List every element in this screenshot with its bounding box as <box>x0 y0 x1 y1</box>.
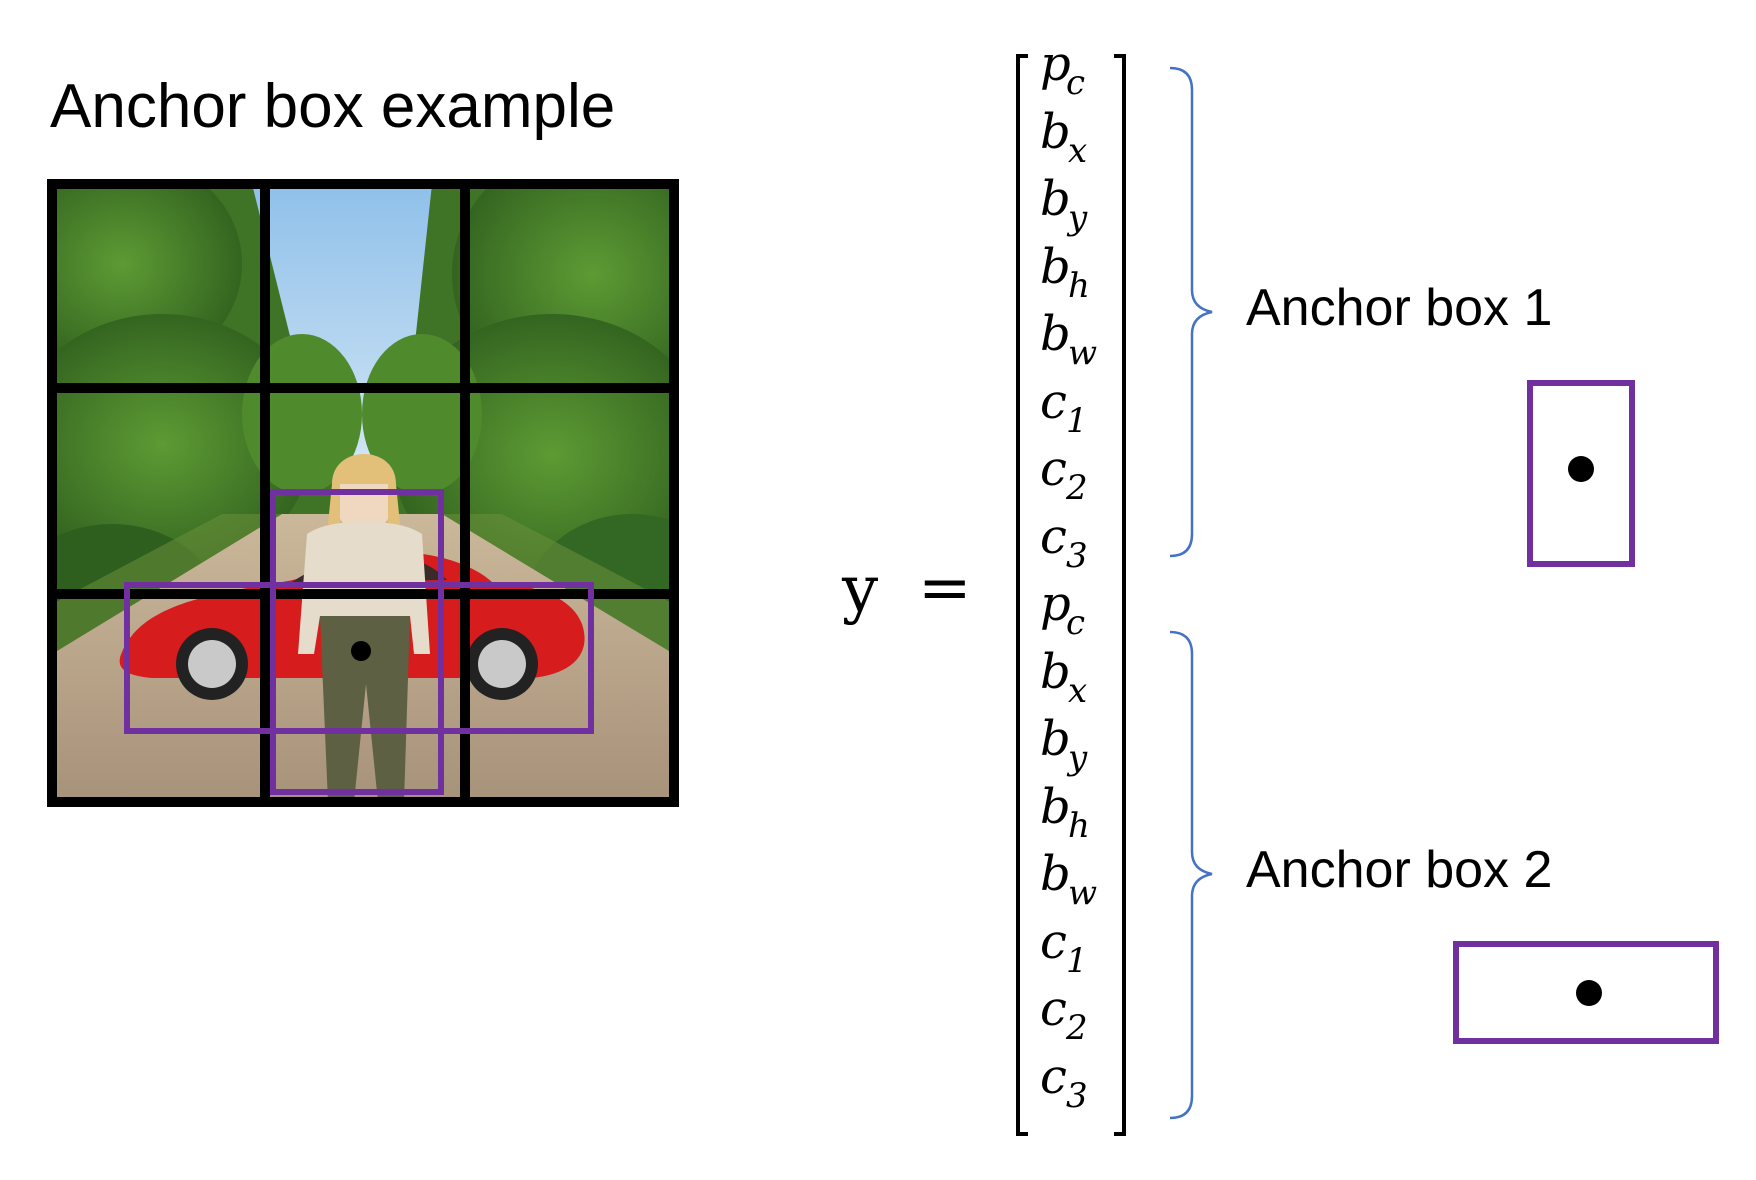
vector-entry-subscript: h <box>1068 805 1090 846</box>
vector-entry-subscript: x <box>1068 670 1088 711</box>
vector-entry-subscript: 1 <box>1066 940 1088 981</box>
grid-3x3 <box>47 179 679 807</box>
anchor-box-2-shape <box>1453 941 1719 1044</box>
vector-entry-subscript: w <box>1068 333 1098 373</box>
brace-anchor-1 <box>1169 66 1213 558</box>
person-bounding-box <box>270 489 444 795</box>
diagram-title: Anchor box example <box>50 72 616 141</box>
vector-entry-subscript: 1 <box>1066 400 1088 441</box>
left-bracket <box>1016 54 1028 1136</box>
vector-entry-subscript: 3 <box>1066 1075 1088 1116</box>
anchor-box-2-label: Anchor box 2 <box>1246 841 1553 899</box>
vector-entry-base: b <box>1040 171 1071 227</box>
vector-entry-base: p <box>1040 576 1071 632</box>
output-vector-symbol: y <box>842 553 879 627</box>
vector-entry-subscript: y <box>1068 198 1088 238</box>
anchor-box-1-label: Anchor box 1 <box>1246 279 1553 337</box>
vector-entry-base: b <box>1040 103 1071 160</box>
right-bracket <box>1114 54 1126 1136</box>
vector-entry-base: b <box>1040 711 1071 767</box>
anchor-box-2-center-dot <box>1576 980 1602 1006</box>
vector-entry-base: b <box>1040 778 1071 835</box>
vector-entry-base: b <box>1040 846 1071 902</box>
vector-entry-subscript: 2 <box>1066 1008 1088 1048</box>
vector-bracket <box>1016 54 1126 1136</box>
vector-entry-subscript: 2 <box>1066 468 1088 508</box>
brace-anchor-2 <box>1169 630 1213 1120</box>
vector-entry-subscript: x <box>1068 130 1088 171</box>
anchor-box-1-shape <box>1527 380 1635 567</box>
object-center-dot <box>351 641 371 661</box>
vector-entry-base: b <box>1040 238 1071 295</box>
vector-entry-subscript: 3 <box>1066 535 1088 576</box>
vector-entry-subscript: w <box>1068 873 1098 913</box>
grid-border <box>47 179 679 807</box>
vector-entry-base: c <box>1040 441 1067 497</box>
vector-entry-subscript: h <box>1068 265 1090 306</box>
vector-entry-subscript: y <box>1068 738 1088 778</box>
vector-entry-base: p <box>1040 36 1071 92</box>
anchor-box-1-center-dot <box>1568 456 1594 482</box>
vector-entry-subscript: c <box>1066 603 1086 643</box>
vector-entry-base: c <box>1040 913 1067 970</box>
equals-sign: = <box>918 551 972 625</box>
vector-entry-base: c <box>1040 373 1067 430</box>
vector-entry-base: b <box>1040 643 1071 700</box>
vector-entry-subscript: c <box>1066 63 1086 103</box>
vector-entry-base: b <box>1040 306 1071 362</box>
vector-entry-base: c <box>1040 981 1067 1037</box>
car-bounding-box <box>124 582 594 734</box>
vector-entry-base: c <box>1040 1048 1067 1105</box>
vector-entry-base: c <box>1040 508 1067 565</box>
